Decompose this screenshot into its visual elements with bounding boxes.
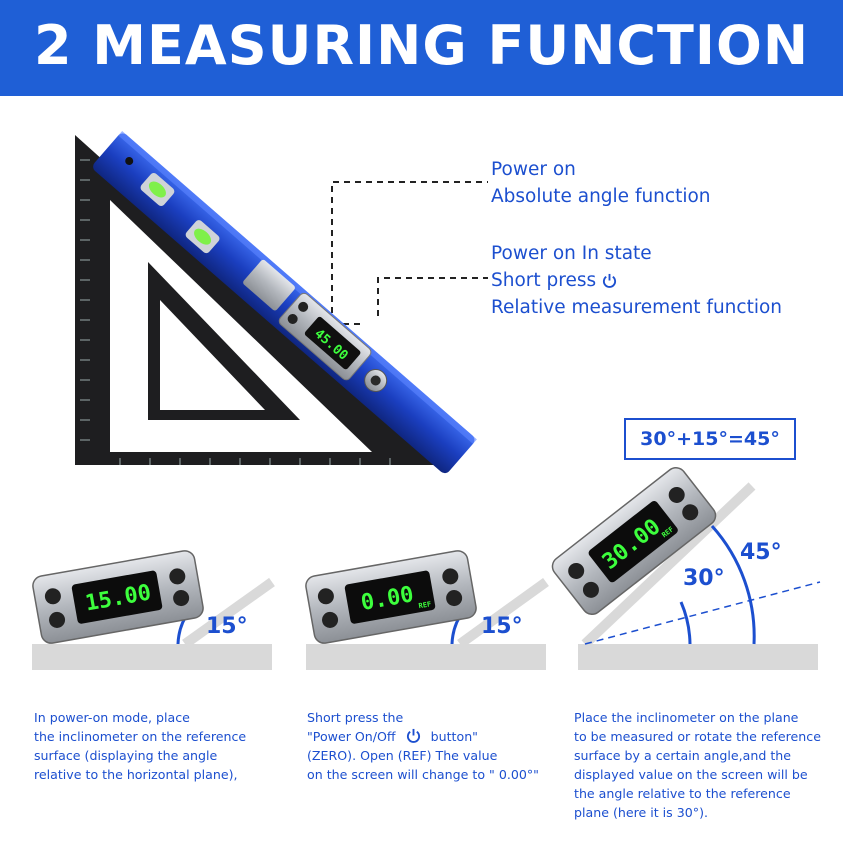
panel-1: 15.00 xyxy=(32,550,275,670)
caption-line: (ZERO). Open (REF) The value xyxy=(307,748,498,763)
caption-line: button" xyxy=(430,729,478,744)
callout-connector-power-on xyxy=(331,181,488,325)
mode-icon xyxy=(322,611,339,628)
caption-line: surface by a certain angle,and the xyxy=(574,748,792,763)
caption-line: the angle relative to the reference xyxy=(574,786,791,801)
panel-2-angle-label: 15° xyxy=(481,614,523,639)
callout-line: Power on In state xyxy=(491,243,652,264)
caption-line: "Power On/Off xyxy=(307,729,396,744)
bubble-vial-icon xyxy=(185,220,220,254)
caption-line: to be measured or rotate the reference xyxy=(574,729,821,744)
equation-box: 30°+15°=45° xyxy=(624,418,796,460)
power-icon xyxy=(406,728,420,743)
caption-line: relative to the horizontal plane), xyxy=(34,767,238,782)
panel-1-angle-label: 15° xyxy=(206,614,248,639)
mode-icon xyxy=(49,611,66,628)
caption-line: surface (displaying the angle xyxy=(34,748,218,763)
callout-line: Power on xyxy=(491,159,576,180)
header-banner: 2 MEASURING FUNCTION xyxy=(0,0,843,96)
bubble-vial-icon xyxy=(140,172,175,206)
caption-line: Short press the xyxy=(307,710,404,725)
power-icon xyxy=(317,588,334,605)
panel-2-unit-tag: REF xyxy=(418,600,432,610)
power-icon xyxy=(602,273,617,288)
caption-line: displayed value on the screen will be xyxy=(574,767,808,782)
panel-3-angle-label-45: 45° xyxy=(740,540,782,565)
caption-3: Place the inclinometer on the plane to b… xyxy=(574,708,821,822)
panel-3: 30.00 REF xyxy=(551,467,821,670)
power-icon xyxy=(568,562,585,579)
level-bar: 45.00 xyxy=(93,130,477,474)
caption-line: In power-on mode, place xyxy=(34,710,190,725)
callout-relative: Power on In state Short press Relative m… xyxy=(491,240,782,321)
callout-power-on: Power on Absolute angle function xyxy=(491,156,711,210)
callout-line: Short press xyxy=(491,270,597,291)
mode-icon xyxy=(582,581,599,598)
callout-line: Absolute angle function xyxy=(491,186,711,207)
power-icon xyxy=(44,588,61,605)
callout-connector-relative xyxy=(377,277,488,316)
callout-line: Relative measurement function xyxy=(491,297,783,318)
caption-line: Place the inclinometer on the plane xyxy=(574,710,799,725)
caption-line: the inclinometer on the reference xyxy=(34,729,247,744)
caption-1: In power-on mode, place the inclinometer… xyxy=(34,708,246,784)
caption-2: Short press the "Power On/Off button" (Z… xyxy=(307,708,539,784)
panel-2: 0.00 REF xyxy=(305,550,549,670)
panel-3-angle-label-30: 30° xyxy=(683,566,725,591)
caption-line: plane (here it is 30°). xyxy=(574,805,708,820)
caption-line: on the screen will change to " 0.00°" xyxy=(307,767,539,782)
page-title: 2 MEASURING FUNCTION xyxy=(33,14,810,77)
